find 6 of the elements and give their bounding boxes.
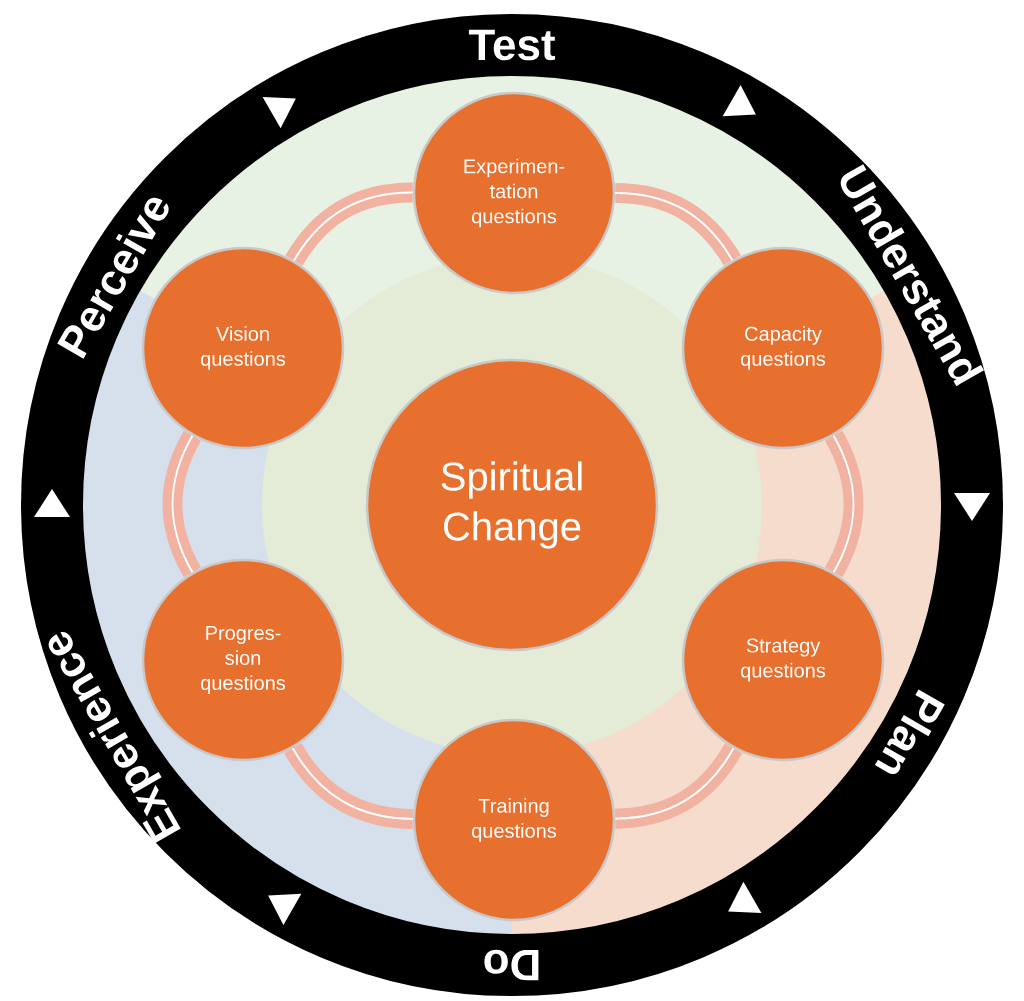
ring-connector [162, 431, 202, 577]
ring-connector [284, 742, 414, 829]
ring-connector [824, 431, 864, 577]
ring-connector [285, 182, 414, 266]
ring-connector [614, 182, 741, 266]
ring-connector [614, 743, 743, 829]
